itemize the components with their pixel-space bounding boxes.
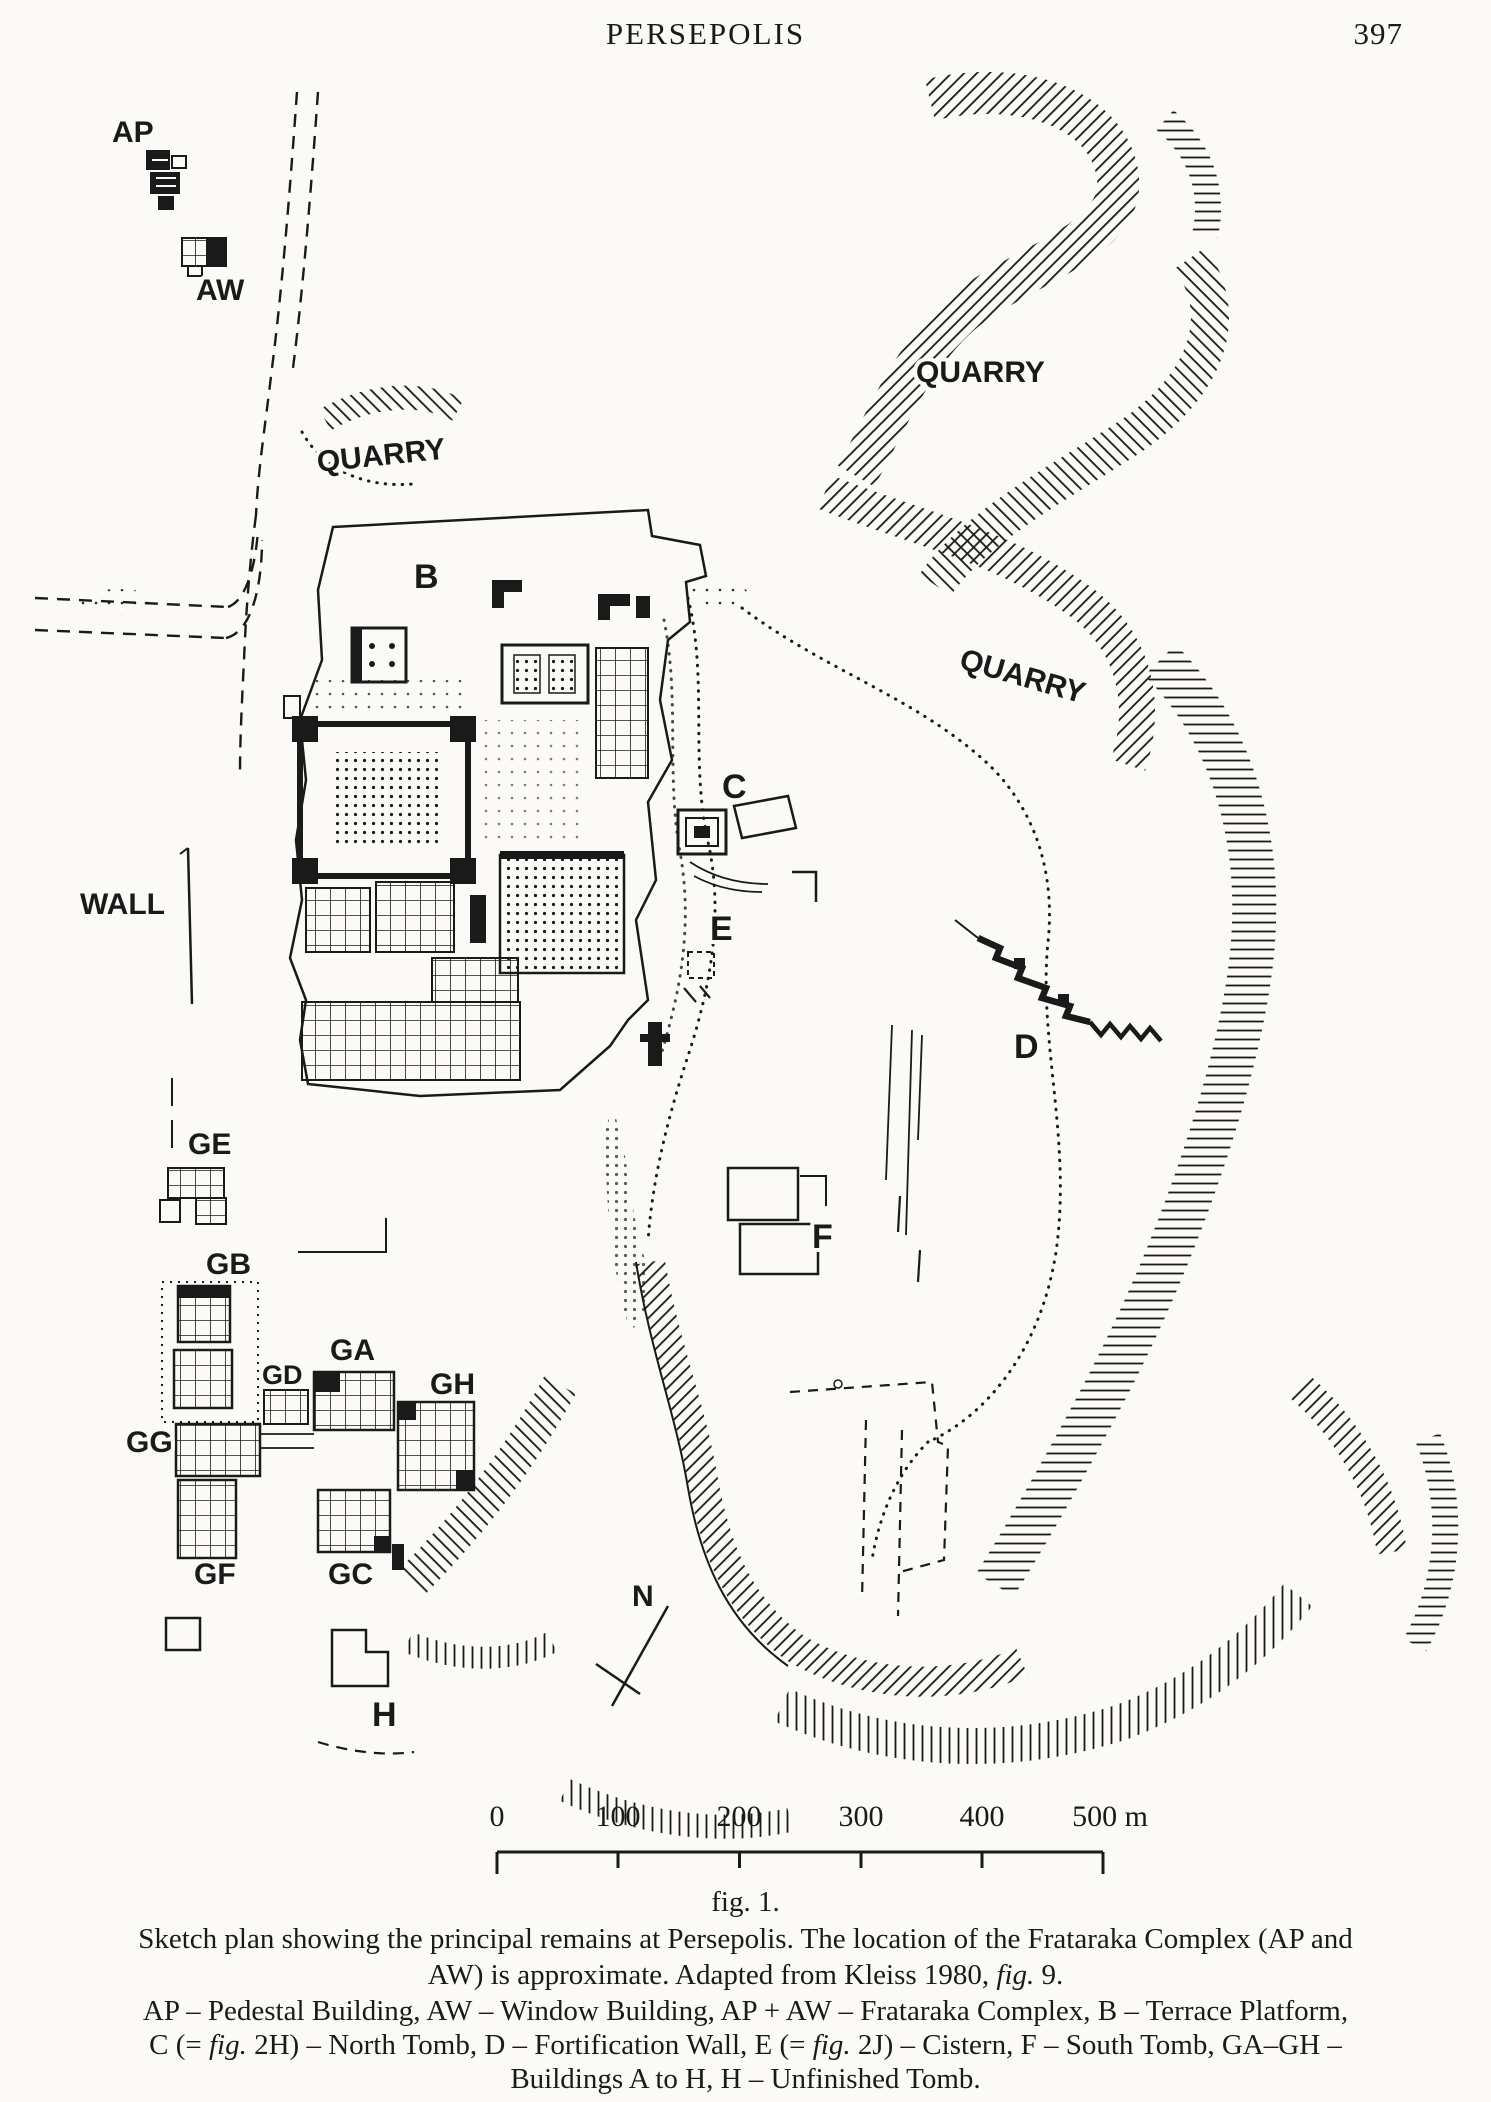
palace-rooms [431, 957, 519, 1003]
legend-line-3: Buildings A to H, H – Unfinished Tomb. [510, 2063, 981, 2095]
map-label-quarry-east: QUARRY [956, 643, 1089, 710]
mound-contours [300, 430, 1062, 1562]
map-label-b: B [414, 558, 439, 596]
map-label-gd: GD [262, 1360, 303, 1390]
hall-building [500, 643, 590, 705]
palace-rooms [305, 887, 371, 953]
legend-line-2-fig1: fig. [208, 2029, 247, 2061]
figure-caption: Sketch plan showing the principal remain… [20, 1921, 1471, 1993]
scale-tick-500: 500 m [1072, 1800, 1148, 1833]
quarry-hachures [318, 71, 1229, 771]
map-label-gf: GF [194, 1558, 236, 1591]
caption-line-2-fig: fig. [996, 1959, 1035, 1991]
map-label-n: N [632, 1580, 654, 1613]
scale-bar: 0 100 200 300 400 500 m [490, 1800, 1148, 1874]
scale-tick-200: 200 [717, 1800, 762, 1833]
scree-stipple [80, 582, 748, 1330]
map-label-gg: GG [126, 1426, 173, 1459]
g-buildings [159, 1167, 476, 1652]
west-wall [171, 847, 194, 1148]
map-label-aw: AW [196, 274, 245, 307]
map-label-quarry-west: QUARRY [315, 433, 447, 479]
figure-label: fig. 1. [711, 1886, 780, 1918]
scale-tick-100: 100 [596, 1800, 641, 1833]
center-drain-lines [885, 1024, 923, 1283]
dashed-enclosure [789, 1379, 950, 1617]
map-label-e: E [710, 910, 733, 948]
legend-line-2a: C (= [149, 2029, 209, 2061]
map-label-c: C [722, 768, 747, 806]
legend-line-2-fig2: fig. [812, 2029, 851, 2061]
map-label-h: H [372, 1696, 397, 1734]
figure-legend: AP – Pedestal Building, AW – Window Buil… [20, 1994, 1471, 2096]
legend-line-1: AP – Pedestal Building, AW – Window Buil… [142, 1995, 1349, 2027]
south-tomb-f [726, 1166, 827, 1276]
treasury-rooms [301, 1001, 521, 1081]
map-label-gb: GB [206, 1248, 251, 1281]
caption-line-1: Sketch plan showing the principal remain… [138, 1923, 1353, 1955]
fortification-wall-d [954, 919, 1163, 1043]
page-title: PERSEPOLIS [605, 16, 806, 51]
caption-line-2-text: AW) is approximate. Adapted from Kleiss … [427, 1959, 997, 1991]
map-label-wall: WALL [80, 888, 165, 921]
page-number: 397 [1353, 16, 1403, 51]
map-label-d: D [1014, 1028, 1039, 1066]
scale-tick-400: 400 [960, 1800, 1005, 1833]
caption-line-2: AW) is approximate. Adapted from Kleiss … [20, 1957, 1471, 1993]
terrace-platform [283, 508, 708, 1098]
map-label-ap: AP [112, 116, 154, 149]
scale-tick-0: 0 [490, 1800, 505, 1833]
building-ap [146, 150, 187, 210]
hillside-hachures [399, 644, 1459, 1839]
legend-line-2c: 2J) – Cistern, F – South Tomb, GA–GH – [850, 2029, 1342, 2061]
legend-line-2b: 2H) – North Tomb, D – Fortification Wall… [246, 2029, 813, 2061]
building-aw [181, 237, 227, 277]
map-label-gh: GH [430, 1368, 475, 1401]
map-label-ga: GA [330, 1334, 375, 1367]
cliff-hachures [635, 1259, 1028, 1697]
north-tomb-c [676, 794, 818, 902]
caption-line-2-end: 9. [1034, 1959, 1064, 1991]
north-arrow [595, 1605, 670, 1707]
stair-ramp [492, 580, 522, 608]
map-label-quarry-northeast: QUARRY [916, 356, 1045, 389]
apadana [292, 716, 476, 884]
stair-ramp [598, 594, 630, 620]
unfinished-tomb-h [317, 1628, 415, 1755]
map-label-f: F [812, 1218, 833, 1256]
roads [34, 91, 320, 771]
map-label-ge: GE [188, 1128, 231, 1161]
map-label-gc: GC [328, 1558, 373, 1591]
cistern-e [640, 951, 715, 1066]
palace-rooms [375, 881, 455, 953]
hundred-column-hall [470, 851, 626, 975]
gate-building [350, 626, 408, 684]
scale-tick-300: 300 [839, 1800, 884, 1833]
legend-line-2: C (= fig. 2H) – North Tomb, D – Fortific… [20, 2028, 1471, 2062]
